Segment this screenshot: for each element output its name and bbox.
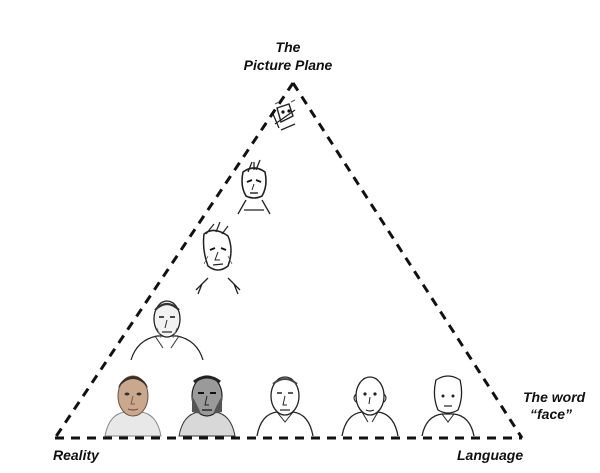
face-sketch-abstract (237, 159, 271, 215)
triangle-left-edge (53, 82, 295, 439)
face-photo-realistic (104, 375, 162, 437)
apex-label-line2: Picture Plane (244, 57, 333, 73)
word-face-label-line1: The word (523, 389, 586, 405)
face-sketch-realistic (130, 300, 204, 361)
face-simplified-drawing (341, 376, 399, 437)
reality-label: Reality (53, 447, 100, 463)
language-label: Language (457, 447, 523, 463)
apex-label-line1: The (276, 39, 301, 55)
triangle (53, 82, 524, 440)
face-line-drawing (256, 376, 314, 437)
face-minimal-cartoon (421, 375, 475, 437)
face-sketch-loose (195, 221, 241, 295)
face-shaded-drawing (178, 375, 236, 437)
word-face-label-line2: “face” (530, 406, 572, 422)
triangle-right-edge (291, 82, 524, 439)
face-scribble-abstract (272, 99, 296, 131)
